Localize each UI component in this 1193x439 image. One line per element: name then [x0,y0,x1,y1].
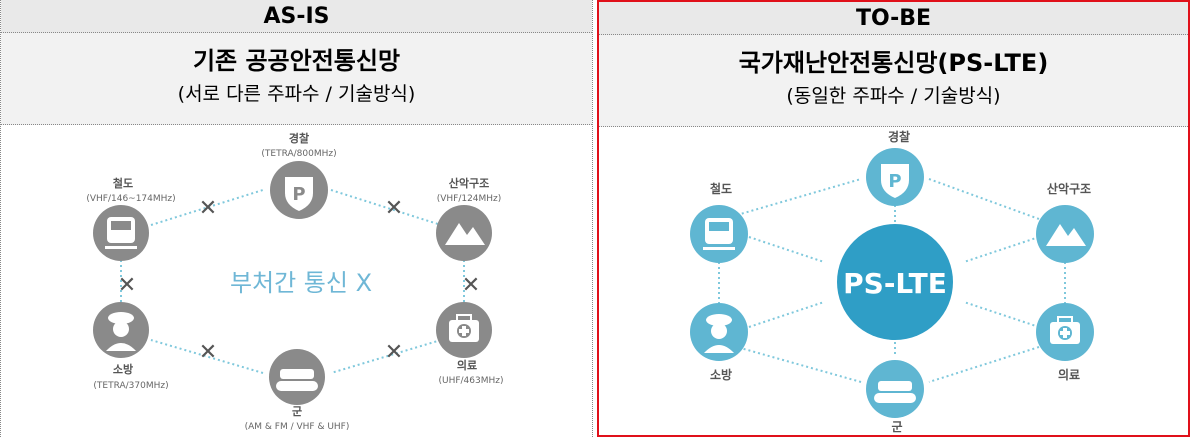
as-is-connections [120,189,465,374]
mountain-icon [436,205,492,261]
to-be-police-name: 경찰 [888,129,910,144]
as-is-center-text: 부처간 통신 X [230,269,372,297]
x-mark-rail-police: ✕ [199,196,217,221]
to-be-header: TO-BE [599,2,1188,35]
medical-kit-icon [1036,303,1094,361]
to-be-subtitle: (동일한 주파수 / 기술방식) [786,85,1001,107]
firefighter-icon [93,302,149,358]
police-icon: P [866,148,924,206]
svg-text:P: P [292,184,305,205]
as-is-fire-name: 소방 [113,362,133,376]
as-is-fire-freq: (TETRA/370MHz) [93,381,168,391]
x-mark-military-fire: ✕ [199,340,217,365]
x-mark-fire-rail: ✕ [118,273,136,298]
tank-icon [866,360,924,418]
as-is-diagram: ✕ ✕ ✕ ✕ ✕ ✕ 부처간 통신 X 경찰 (TETRA/800MHz) P… [1,125,592,435]
as-is-medical-freq: (UHF/463MHz) [438,376,503,386]
as-is-header: AS-IS [1,0,592,33]
as-is-mountain-freq: (VHF/124MHz) [437,194,502,204]
as-is-rail-name: 철도 [113,176,133,190]
as-is-police-freq: (TETRA/800MHz) [261,149,336,159]
to-be-diagram: PS-LTE 경찰 P 산악구조 철도 [599,127,1188,437]
as-is-rail-freq: (VHF/146~174MHz) [86,194,175,204]
svg-text:P: P [888,171,901,192]
to-be-spoke-connections [748,205,1040,357]
as-is-subtitle: (서로 다른 주파수 / 기술방식) [177,83,416,105]
to-be-panel: TO-BE 국가재난안전통신망(PS-LTE) (동일한 주파수 / 기술방식) [597,0,1190,437]
as-is-military-name: 군 [292,405,302,418]
as-is-diagram-svg: ✕ ✕ ✕ ✕ ✕ ✕ 부처간 통신 X 경찰 (TETRA/800MHz) P… [86,131,503,432]
as-is-panel: AS-IS 기존 공공안전통신망 (서로 다른 주파수 / 기술방식) ✕ ✕ … [0,0,593,437]
to-be-diagram-svg: PS-LTE 경찰 P 산악구조 철도 [690,129,1094,434]
as-is-police-name: 경찰 [289,131,309,145]
to-be-rail-name: 철도 [710,181,732,196]
as-is-military-freq: (AM & FM / VHF & UHF) [245,422,350,432]
as-is-mountain-name: 산악구조 [449,176,489,190]
medical-kit-icon [436,302,492,358]
x-mark-police-mountain: ✕ [385,196,403,221]
to-be-outer-connections [718,178,1066,383]
firefighter-icon [690,303,748,361]
mountain-icon [1036,205,1094,263]
to-be-medical-name: 의료 [1058,367,1080,382]
x-mark-mountain-medical: ✕ [462,273,480,298]
train-icon [93,205,149,261]
x-mark-medical-military: ✕ [385,340,403,365]
to-be-military-name: 군 [891,420,902,434]
ps-lte-hub: PS-LTE [837,224,953,340]
to-be-fire-name: 소방 [710,367,732,382]
as-is-subheader: 기존 공공안전통신망 (서로 다른 주파수 / 기술방식) [1,33,592,125]
to-be-title: 국가재난안전통신망(PS-LTE) [738,49,1049,77]
to-be-mountain-name: 산악구조 [1047,181,1091,196]
ps-lte-hub-label: PS-LTE [843,267,947,300]
to-be-subheader: 국가재난안전통신망(PS-LTE) (동일한 주파수 / 기술방식) [599,35,1188,127]
as-is-medical-name: 의료 [457,358,477,372]
tank-icon [269,349,325,405]
train-icon [690,205,748,263]
as-is-title: 기존 공공안전통신망 [192,47,401,75]
police-icon: P [270,161,328,219]
